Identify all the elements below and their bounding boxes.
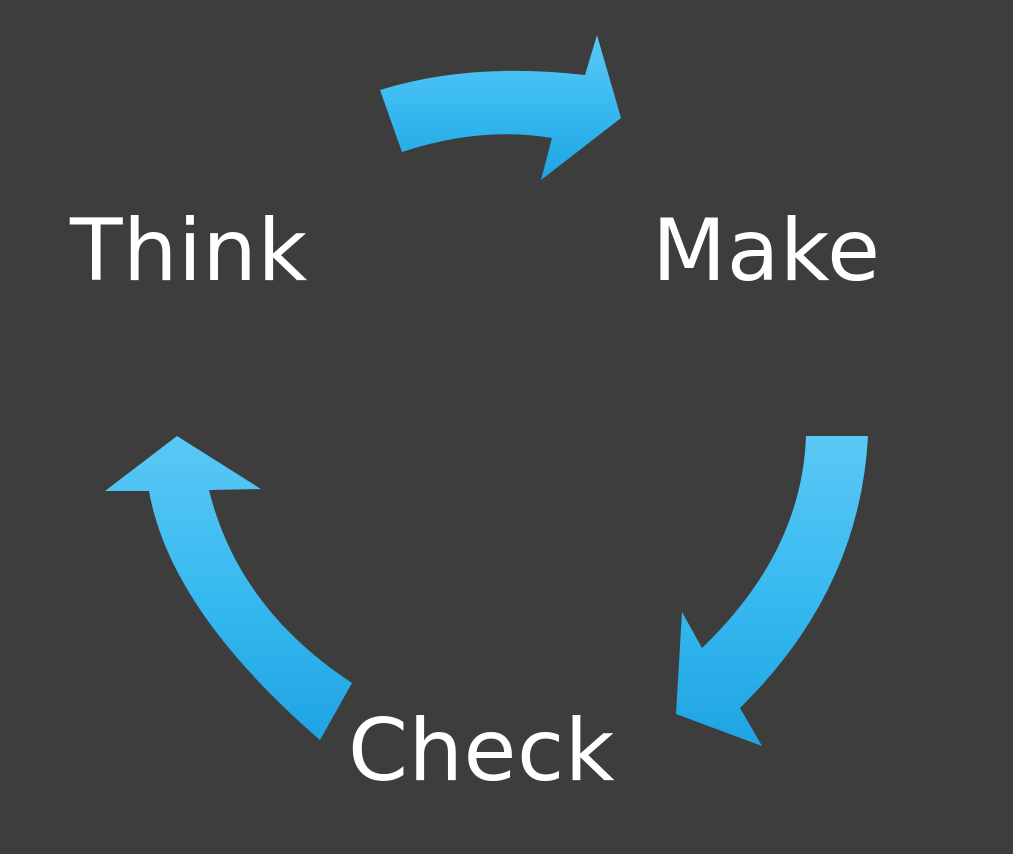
step-think: Think [70, 201, 308, 301]
arrow-think-to-make [380, 35, 621, 180]
arrow-make-to-check [676, 436, 868, 746]
step-check: Check [348, 701, 616, 801]
arrow-check-to-think [105, 436, 352, 740]
step-make: Make [652, 201, 881, 301]
